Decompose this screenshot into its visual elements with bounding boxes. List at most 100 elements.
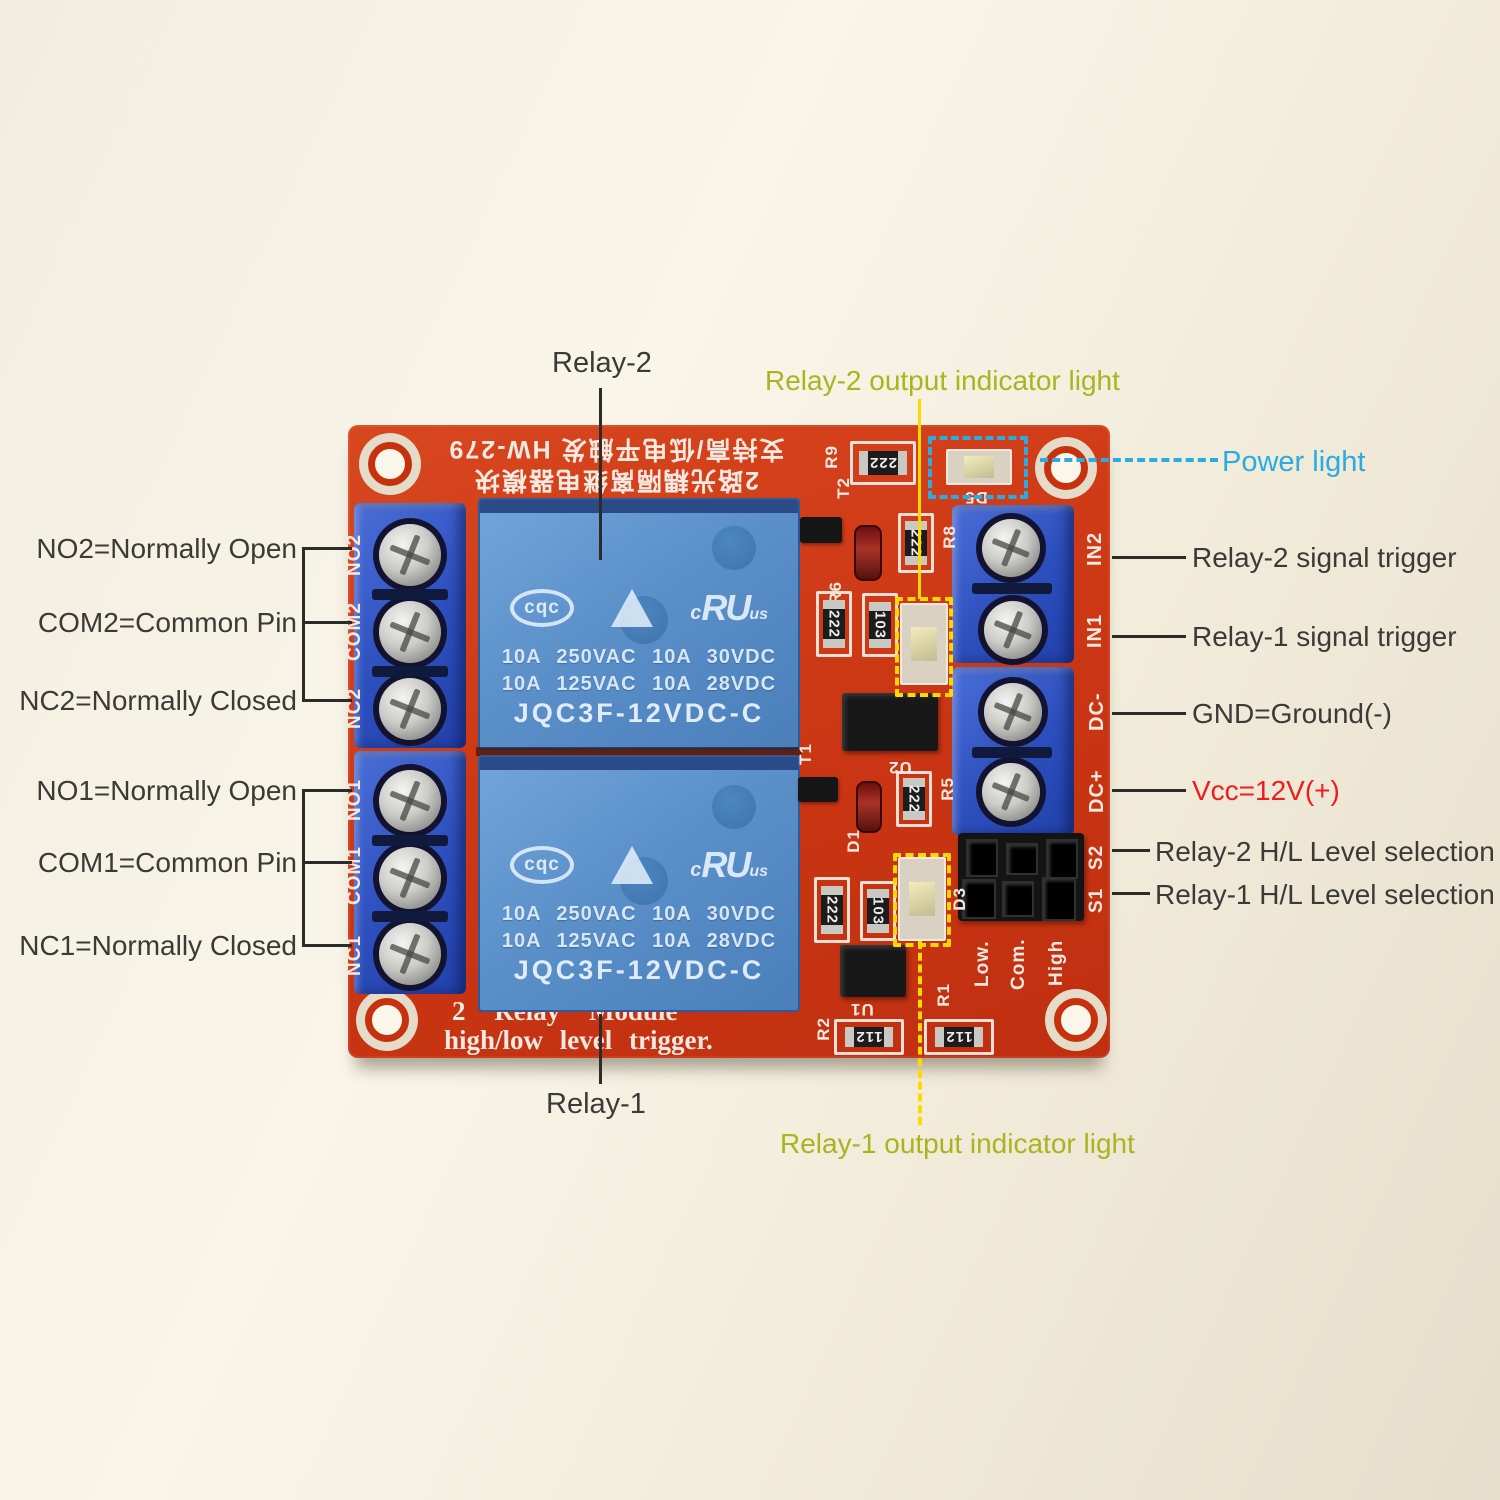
label-relay2-signal: Relay-2 signal trigger bbox=[1192, 542, 1457, 573]
hole-center bbox=[1044, 446, 1088, 490]
resistor-value: 222 bbox=[823, 895, 841, 925]
smd-resistor-103: 103 bbox=[869, 602, 891, 648]
terminal-block-relay1-output bbox=[354, 751, 466, 994]
resistor-value: 112 bbox=[945, 1028, 973, 1046]
smd-resistor-r2: 112 bbox=[845, 1027, 893, 1047]
terminal-slot bbox=[372, 666, 448, 677]
label-relay1-signal: Relay-1 signal trigger bbox=[1192, 621, 1457, 652]
label-no1: NO1=Normally Open bbox=[36, 775, 297, 806]
label-no2: NO2=Normally Open bbox=[36, 533, 297, 564]
relay-rating-line2: 10A 125VAC 10A 28VDC bbox=[501, 673, 777, 695]
relay-model-number: JQC3F-12VDC-C bbox=[513, 955, 765, 985]
callout-line-no1 bbox=[302, 789, 352, 792]
smd-resistor-r1: 112 bbox=[935, 1027, 983, 1047]
diode-d2 bbox=[854, 525, 882, 581]
relay-rating-line1: 10A 250VAC 10A 30VDC bbox=[501, 903, 777, 925]
relay-rating-line2: 10A 125VAC 10A 28VDC bbox=[501, 930, 777, 952]
callout-line-relay2 bbox=[599, 388, 602, 560]
terminal-block-relay2-output bbox=[354, 503, 466, 748]
resistor-value: 103 bbox=[871, 610, 889, 640]
jumper-cap bbox=[1006, 843, 1038, 875]
terminal-slot bbox=[372, 589, 448, 600]
hl-level-jumper-header bbox=[958, 833, 1084, 921]
ref-r8: R8 bbox=[940, 525, 959, 549]
ref-r1: R1 bbox=[934, 983, 953, 1007]
resistor-value: 222 bbox=[825, 609, 843, 639]
resistor-value: 103 bbox=[869, 896, 887, 926]
mounting-hole-top-right bbox=[1035, 437, 1097, 499]
callout-line-nc2 bbox=[302, 699, 352, 702]
ul-ru: RU bbox=[701, 587, 751, 628]
callout-bracket-relay2-terminals bbox=[302, 547, 305, 702]
label-com1: COM1=Common Pin bbox=[37, 847, 297, 878]
terminal-screw-no1 bbox=[379, 770, 441, 832]
smd-resistor-r9: 222 bbox=[859, 451, 907, 475]
silkscreen-in1: IN1 bbox=[1084, 613, 1106, 649]
jumper-cap bbox=[962, 879, 996, 919]
hole-center bbox=[365, 998, 409, 1042]
terminal-screw-in1 bbox=[984, 601, 1042, 659]
ref-t1: T1 bbox=[796, 743, 815, 765]
resistor-value: 222 bbox=[907, 528, 925, 558]
ref-d3: D3 bbox=[950, 887, 969, 911]
silkscreen-top-line1: 2路光耦隔离继电器模块 bbox=[473, 466, 759, 494]
mounting-hole-bottom-right bbox=[1045, 989, 1107, 1051]
label-relay2-hl-selection: Relay-2 H/L Level selection bbox=[1155, 836, 1495, 867]
silkscreen-low: Low. bbox=[972, 940, 993, 988]
ref-r9: R9 bbox=[822, 445, 841, 469]
highlight-box-power-led bbox=[928, 436, 1028, 499]
label-power-light: Power light bbox=[1222, 446, 1366, 478]
ccc-triangle-logo bbox=[611, 846, 654, 884]
silkscreen-bottom-line2: high/low level trigger. bbox=[444, 1025, 713, 1055]
callout-line-in2 bbox=[1112, 556, 1186, 559]
terminal-screw-in2 bbox=[982, 519, 1040, 577]
terminal-screw-com1 bbox=[379, 847, 441, 909]
jumper-cap bbox=[1002, 881, 1034, 917]
silkscreen-top-line2: 支持高/低电平触发 HW-279 bbox=[447, 435, 785, 463]
silkscreen-nc2: NC2 bbox=[344, 687, 365, 729]
hole-center bbox=[1054, 998, 1098, 1042]
label-nc1: NC1=Normally Closed bbox=[19, 930, 297, 961]
callout-line-com1 bbox=[302, 861, 352, 864]
terminal-screw-dc-plus bbox=[982, 763, 1040, 821]
terminal-screw-com2 bbox=[379, 601, 441, 663]
callout-line-in1 bbox=[1112, 635, 1186, 638]
cqc-logo: cqc bbox=[510, 589, 574, 627]
led-chip bbox=[964, 456, 994, 478]
smd-resistor-222: 222 bbox=[821, 886, 843, 934]
callout-line-nc1 bbox=[302, 944, 352, 947]
mounting-hole-bottom-left bbox=[356, 989, 418, 1051]
resistor-r5-outline: 222 bbox=[896, 771, 932, 827]
relay-gap-shadow bbox=[476, 747, 802, 756]
ref-d1: D1 bbox=[844, 829, 863, 853]
ref-u1: U1 bbox=[850, 1000, 874, 1019]
relay-case-dimple bbox=[712, 785, 756, 829]
callout-bracket-relay1-terminals bbox=[302, 789, 305, 947]
terminal-block-power-input bbox=[952, 667, 1074, 835]
resistor-value: 112 bbox=[855, 1028, 883, 1046]
silkscreen-com1: COM1 bbox=[344, 846, 365, 906]
jumper-cap bbox=[1042, 877, 1076, 921]
callout-line-relay1-indicator bbox=[918, 941, 922, 1125]
resistor-r2-outline: 112 bbox=[834, 1019, 904, 1055]
ul-c: c bbox=[690, 859, 702, 881]
relay-case-dimple bbox=[712, 526, 756, 570]
label-relay2-indicator: Relay-2 output indicator light bbox=[765, 365, 1120, 396]
relay-module-board: 2路光耦隔离继电器模块 支持高/低电平触发 HW-279 2 Relay Mod… bbox=[344, 425, 1110, 1058]
callout-line-relay1 bbox=[599, 1014, 602, 1084]
hole-center bbox=[368, 442, 412, 486]
callout-line-relay2-indicator bbox=[918, 399, 921, 599]
silkscreen-no2: NO2 bbox=[344, 533, 365, 577]
callout-line-no2 bbox=[302, 547, 352, 550]
power-led-d5 bbox=[946, 449, 1012, 485]
transistor-t2 bbox=[800, 517, 842, 543]
silkscreen-s2: S2 bbox=[1086, 844, 1107, 870]
ref-t2: T2 bbox=[834, 477, 853, 499]
diode-d1 bbox=[856, 781, 882, 833]
ref-r5: R5 bbox=[938, 777, 957, 801]
silkscreen-nc1: NC1 bbox=[344, 934, 365, 976]
callout-line-com2 bbox=[302, 621, 352, 624]
